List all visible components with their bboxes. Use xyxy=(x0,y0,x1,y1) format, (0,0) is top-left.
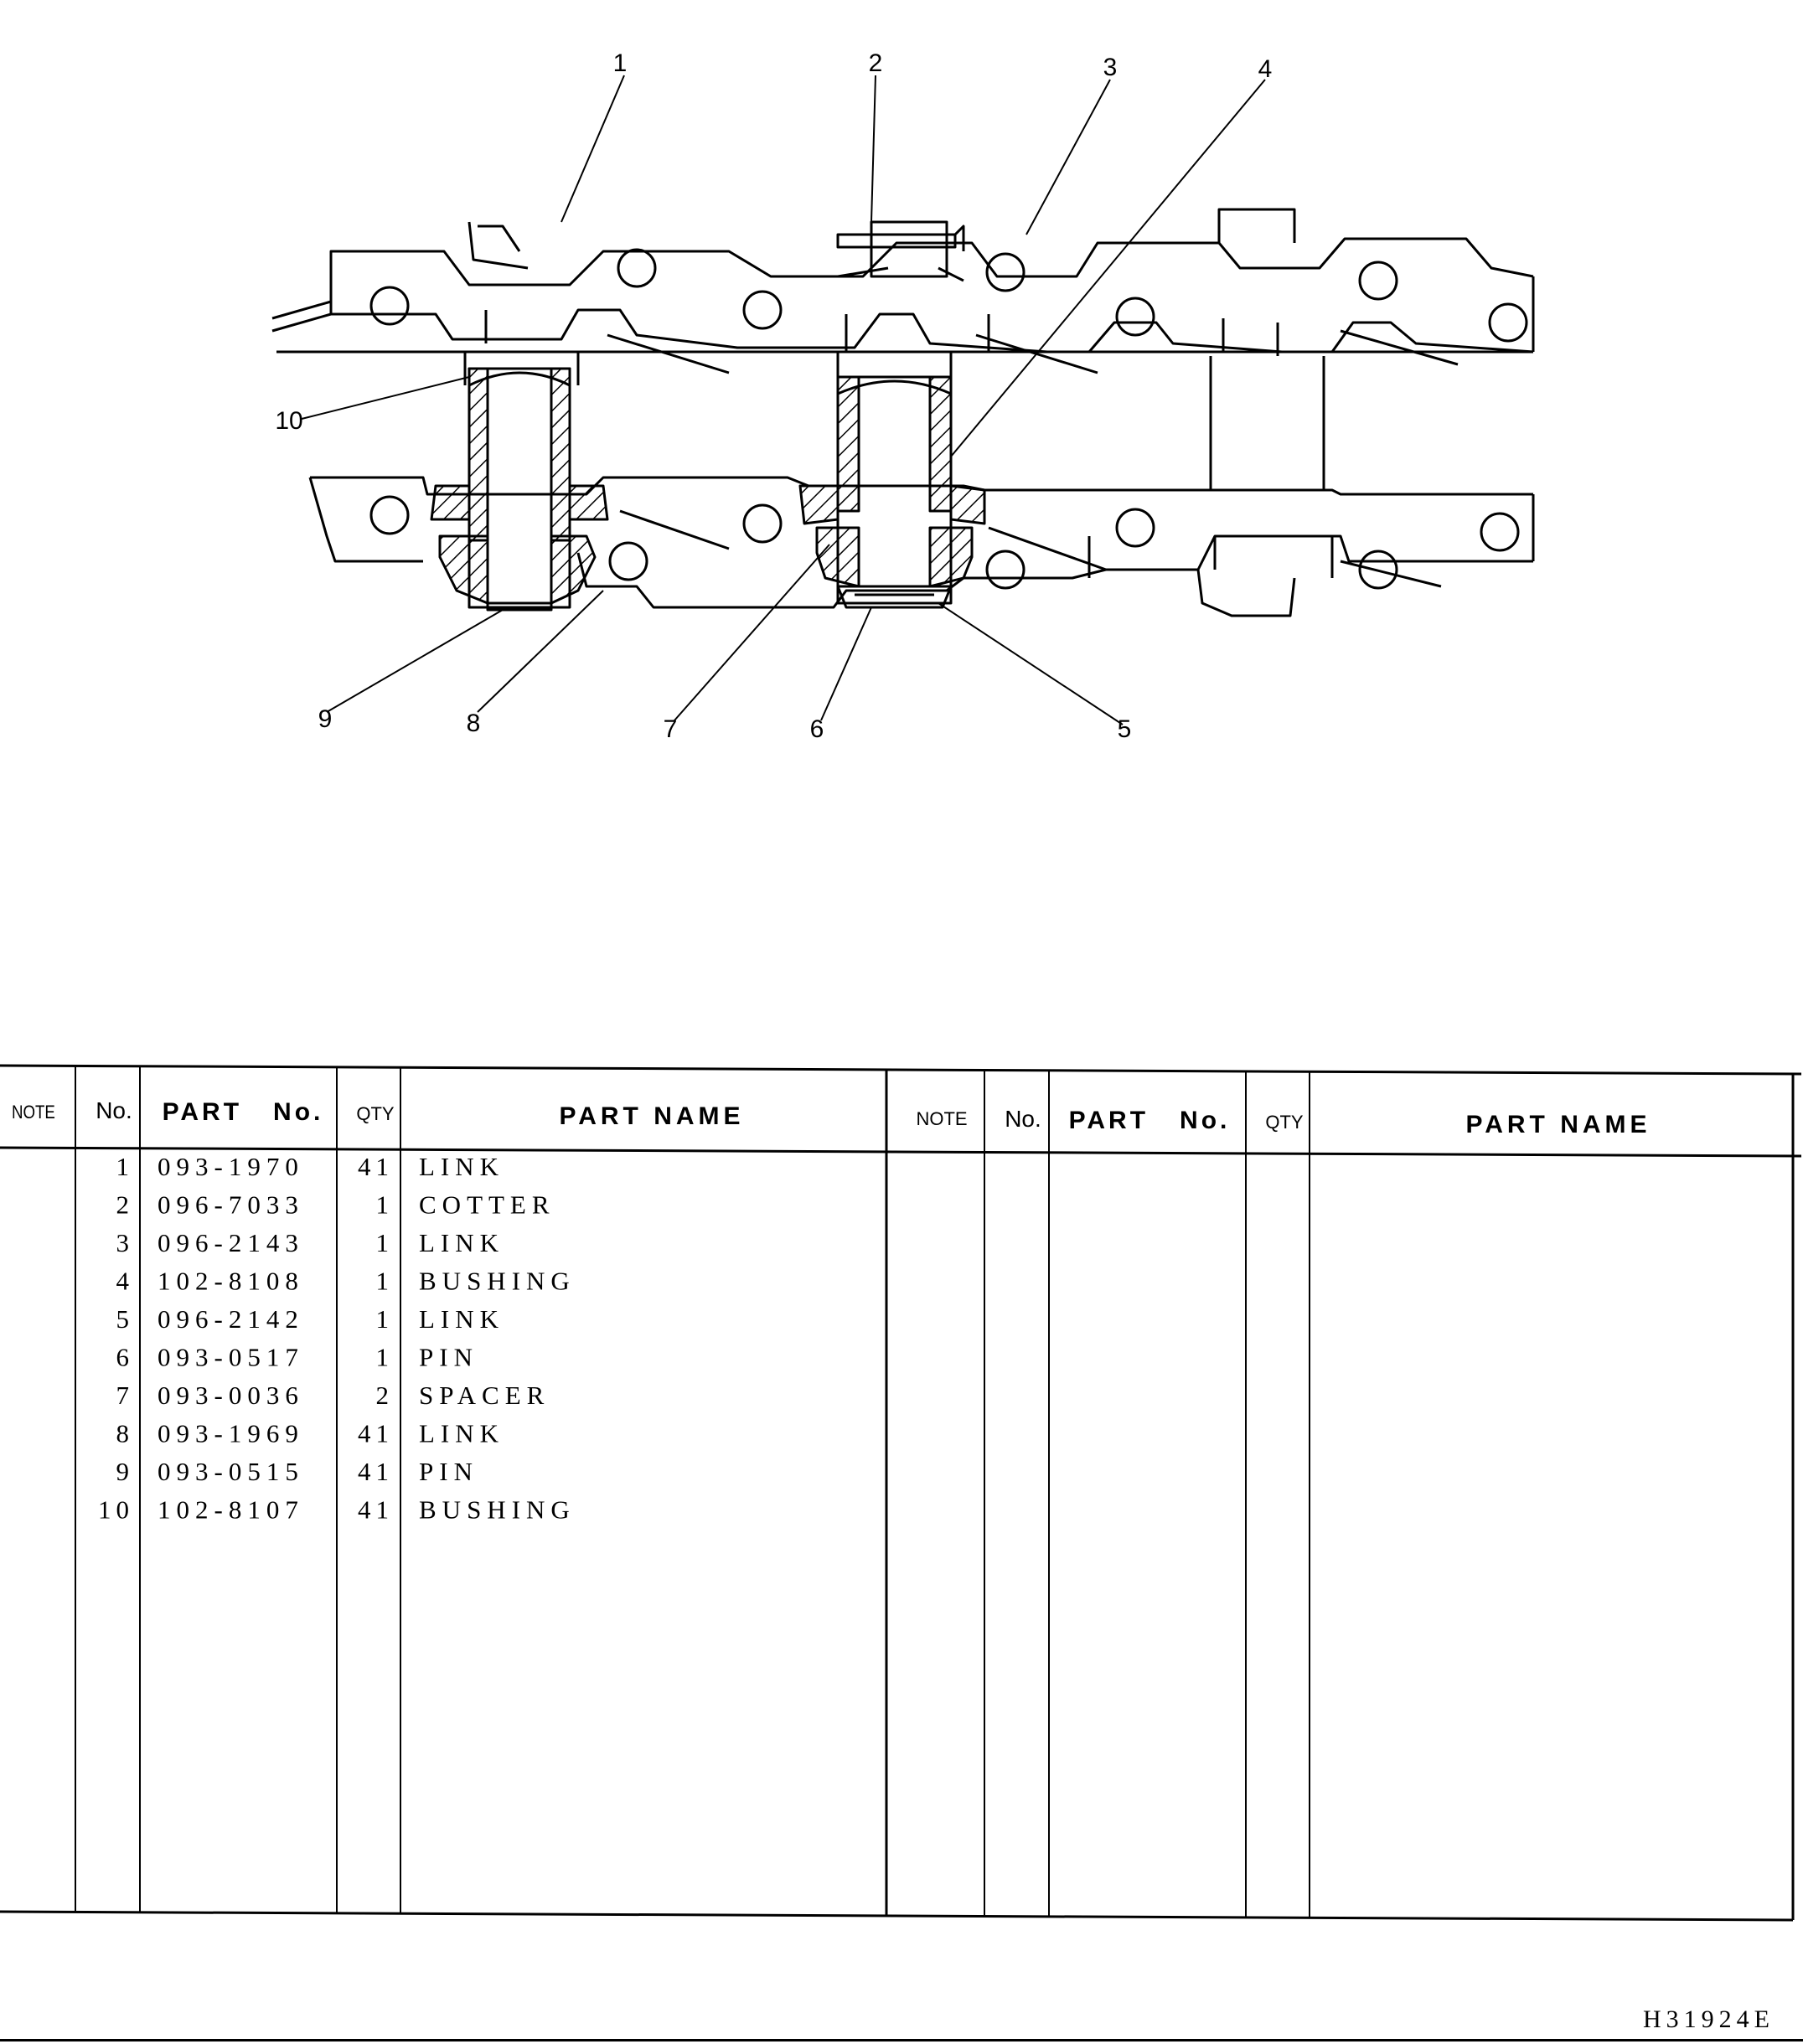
row-part-no: 093-0517 xyxy=(158,1343,304,1372)
row-part-name: LINK xyxy=(419,1304,504,1334)
callout-1: 1 xyxy=(613,49,628,77)
bottom-rule xyxy=(0,2039,1803,2041)
row-part-no: 093-0036 xyxy=(158,1381,304,1410)
drawing-code: H31924E xyxy=(1643,2005,1775,2033)
row-no: 9 xyxy=(116,1457,135,1486)
header-part-no-right: PART No. xyxy=(1069,1107,1231,1134)
row-part-name: LINK xyxy=(419,1152,504,1181)
row-part-name: PIN xyxy=(419,1457,478,1486)
row-part-name: SPACER xyxy=(419,1381,550,1410)
table-row: 6 093-0517 1 PIN xyxy=(116,1343,478,1372)
callout-5: 5 xyxy=(1118,715,1132,743)
header-part-name-right: PART NAME xyxy=(1465,1111,1651,1138)
table-row: 2 096-7033 1 COTTER xyxy=(116,1190,555,1220)
right-table-header: NOTE No. PART No. QTY PART NAME xyxy=(916,1106,1651,1138)
header-no-right: No. xyxy=(1005,1106,1041,1132)
callout-8: 8 xyxy=(467,710,481,737)
table-row: 9 093-0515 41 PIN xyxy=(116,1457,478,1486)
table-row: 10 102-8107 41 BUSHING xyxy=(98,1495,576,1525)
upper-link-row xyxy=(271,208,1535,374)
left-table-header: NOTE No. PART No. QTY PART NAME xyxy=(12,1097,744,1130)
row-part-no: 102-8107 xyxy=(158,1495,304,1525)
table-row: 4 102-8108 1 BUSHING xyxy=(116,1267,576,1296)
header-part-no: PART No. xyxy=(163,1098,324,1126)
row-no: 4 xyxy=(116,1267,135,1296)
row-part-name: BUSHING xyxy=(419,1495,576,1525)
row-qty: 1 xyxy=(376,1343,395,1372)
row-part-name: COTTER xyxy=(419,1190,555,1220)
chain-assembly-drawing: 1 2 3 4 5 6 7 8 9 10 xyxy=(271,49,1535,743)
row-part-no: 093-1970 xyxy=(158,1152,304,1181)
table-row: 7 093-0036 2 SPACER xyxy=(116,1381,550,1410)
row-qty: 41 xyxy=(358,1457,394,1486)
row-part-no: 102-8108 xyxy=(158,1267,304,1296)
callout-10: 10 xyxy=(275,407,302,435)
parts-table: NOTE No. PART No. QTY PART NAME NOTE No.… xyxy=(0,1064,1802,1922)
row-qty: 1 xyxy=(376,1228,395,1257)
table-row: 8 093-1969 41 LINK xyxy=(116,1419,504,1448)
callout-7: 7 xyxy=(664,715,678,743)
table-row: 3 096-2143 1 LINK xyxy=(116,1228,504,1257)
row-no: 6 xyxy=(116,1343,135,1372)
row-qty: 41 xyxy=(358,1152,394,1181)
row-qty: 1 xyxy=(376,1190,395,1220)
callout-labels: 1 2 3 4 5 6 7 8 9 10 xyxy=(275,49,1272,743)
table-row: 1 093-1970 41 LINK xyxy=(116,1152,504,1181)
table-row: 5 096-2142 1 LINK xyxy=(116,1304,504,1334)
row-part-no: 096-2143 xyxy=(158,1228,304,1257)
callout-2: 2 xyxy=(869,49,883,77)
row-qty: 41 xyxy=(358,1419,394,1448)
row-part-no: 093-1969 xyxy=(158,1419,304,1448)
header-no: No. xyxy=(96,1097,132,1123)
header-note-right: NOTE xyxy=(916,1108,967,1129)
row-no: 10 xyxy=(98,1495,134,1525)
row-qty: 2 xyxy=(376,1381,395,1410)
row-part-name: LINK xyxy=(419,1419,504,1448)
row-no: 8 xyxy=(116,1419,135,1448)
header-note: NOTE xyxy=(12,1103,55,1123)
row-no: 7 xyxy=(116,1381,135,1410)
row-qty: 1 xyxy=(376,1267,395,1296)
left-pin-section xyxy=(430,367,609,612)
cotter-top xyxy=(836,220,965,282)
header-part-name: PART NAME xyxy=(559,1102,744,1130)
header-qty-right: QTY xyxy=(1265,1112,1304,1133)
row-part-no: 096-2142 xyxy=(158,1304,304,1334)
row-part-no: 093-0515 xyxy=(158,1457,304,1486)
callout-9: 9 xyxy=(318,705,333,733)
callout-6: 6 xyxy=(810,715,824,743)
callout-4: 4 xyxy=(1258,55,1273,83)
row-qty: 41 xyxy=(358,1495,394,1525)
row-no: 5 xyxy=(116,1304,135,1334)
row-no: 1 xyxy=(116,1152,135,1181)
center-pin-section xyxy=(798,375,986,609)
header-qty: QTY xyxy=(356,1103,395,1124)
callout-3: 3 xyxy=(1103,54,1118,81)
row-part-name: BUSHING xyxy=(419,1267,576,1296)
row-part-name: LINK xyxy=(419,1228,504,1257)
row-no: 2 xyxy=(116,1190,135,1220)
row-no: 3 xyxy=(116,1228,135,1257)
row-part-name: PIN xyxy=(419,1343,478,1372)
row-qty: 1 xyxy=(376,1304,395,1334)
leader-lines xyxy=(301,75,1266,725)
cross-members xyxy=(276,350,1533,490)
row-part-no: 096-7033 xyxy=(158,1190,304,1220)
